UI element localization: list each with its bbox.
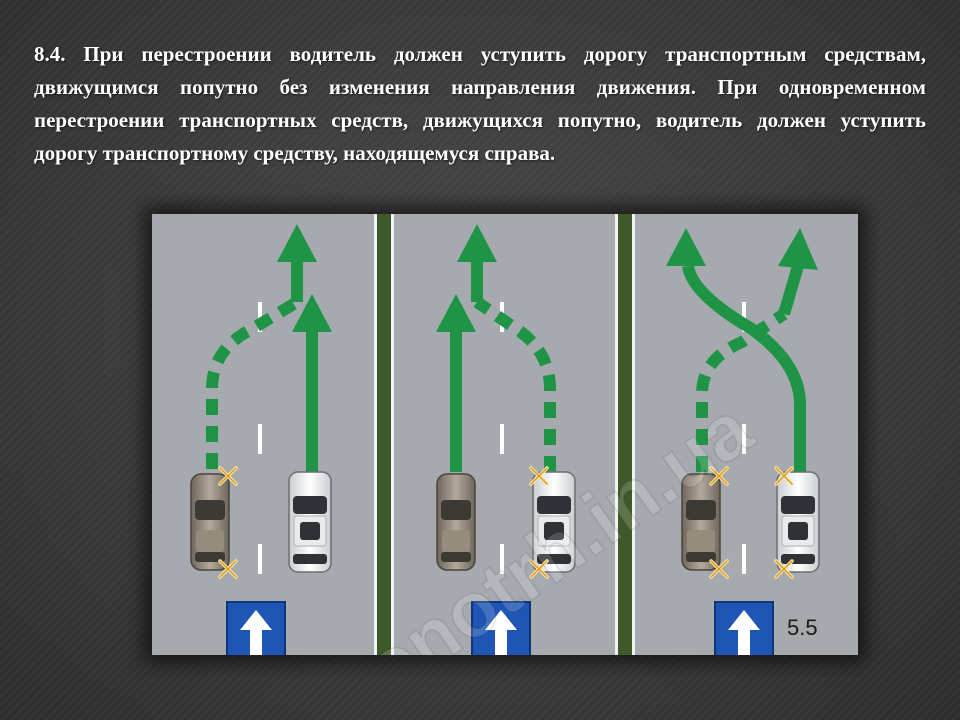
panel-2 — [436, 224, 576, 655]
traffic-diagram: 5.5 honotrh.in.ua — [152, 214, 858, 655]
median-strip-1 — [374, 214, 394, 655]
lane-direction-sign-1 — [226, 601, 286, 655]
sign-number-label: 5.5 — [787, 615, 818, 640]
white-car-1 — [288, 471, 332, 573]
beige-car-1 — [190, 473, 230, 571]
beige-car-2 — [436, 473, 476, 571]
lane-change-path-2 — [473, 297, 556, 472]
lane-change-path-3b — [682, 264, 806, 472]
road-surface — [152, 214, 858, 655]
panel-1 — [190, 224, 332, 655]
panel-3: 5.5 — [666, 228, 820, 655]
median-strip-2 — [615, 214, 635, 655]
lane-change-path-3a — [696, 309, 788, 472]
white-car-3 — [776, 471, 820, 573]
rule-text: 8.4. При перестроении водитель должен ус… — [34, 42, 926, 165]
lane-direction-sign-3 — [714, 601, 774, 655]
lane-change-path-1 — [206, 296, 301, 469]
